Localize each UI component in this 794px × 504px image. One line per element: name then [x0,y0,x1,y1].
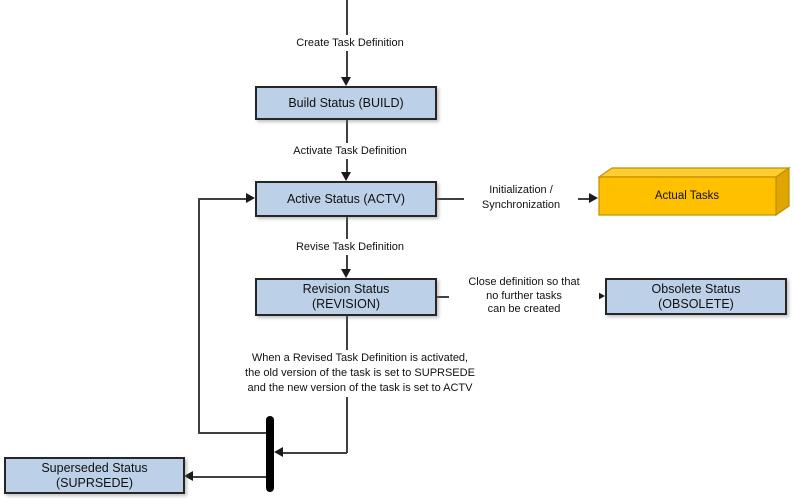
connector-bar-feedback-vertical [198,198,200,433]
arrowhead-into-superseded [184,471,193,481]
edge-label-close-line3: can be created [487,303,561,315]
edge-label-create-task-definition: Create Task Definition [247,35,453,51]
node-obsolete-status-label-line1: Obsolete Status [651,281,741,296]
annotation-note-line3: and the new version of the task is set t… [247,382,473,394]
arrowhead-into-actual-tasks [589,193,598,203]
connector-bar-feedback-bottom [198,432,266,434]
cube-top-face [598,167,791,178]
node-obsolete-status: Obsolete Status (OBSOLETE) [605,278,787,315]
connector-bar-feedback-top [198,198,247,200]
annotation-suprsede-note: When a Revised Task Definition is activa… [207,350,513,397]
node-actual-tasks-label: Actual Tasks [654,190,720,202]
edge-label-revise-task-definition: Revise Task Definition [247,239,453,255]
actual-tasks-cube [598,166,791,217]
node-superseded-status: Superseded Status (SUPRSEDE) [4,457,185,494]
node-revision-status: Revision Status (REVISION) [255,278,437,316]
connector-bar-to-superseded [193,476,266,478]
edge-label-close-line2: no further tasks [486,289,562,302]
node-build-status: Build Status (BUILD) [255,86,437,120]
cube-front-face [598,176,777,216]
annotation-note-line1: When a Revised Task Definition is activa… [251,352,469,364]
edge-label-initialization-synchronization: Initialization / Synchronization [464,182,578,214]
node-active-status-label: Active Status (ACTV) [286,191,406,206]
node-revision-status-label-line2: (REVISION) [311,297,381,311]
connector-revision-to-bar [283,452,347,454]
edge-label-close-line1: Close definition so that [468,276,580,288]
edge-label-init-line1: Initialization / [489,184,553,196]
node-superseded-status-label-line2: (SUPRSEDE) [55,475,134,490]
edge-label-close-definition: Close definition so that no further task… [449,275,599,318]
arrowhead-into-active [341,172,351,181]
annotation-note-line2: the old version of the task is set to SU… [245,367,475,379]
arrowhead-into-obsolete [596,291,605,301]
node-obsolete-status-label-line2: (OBSOLETE) [658,296,734,311]
fork-join-bar [266,416,274,492]
arrowhead-into-revision [341,269,351,278]
node-build-status-label: Build Status (BUILD) [288,95,404,110]
node-active-status: Active Status (ACTV) [255,181,437,217]
node-superseded-status-label-line1: Superseded Status [41,460,148,475]
arrowhead-into-bar [274,447,283,457]
arrowhead-into-build [341,77,351,86]
node-revision-status-label-line1: Revision Status [302,282,390,296]
cube-side-face [775,166,790,217]
edge-label-activate-task-definition: Activate Task Definition [243,143,457,159]
arrowhead-feedback-into-active [246,193,255,203]
edge-label-init-line2: Synchronization [481,199,561,211]
